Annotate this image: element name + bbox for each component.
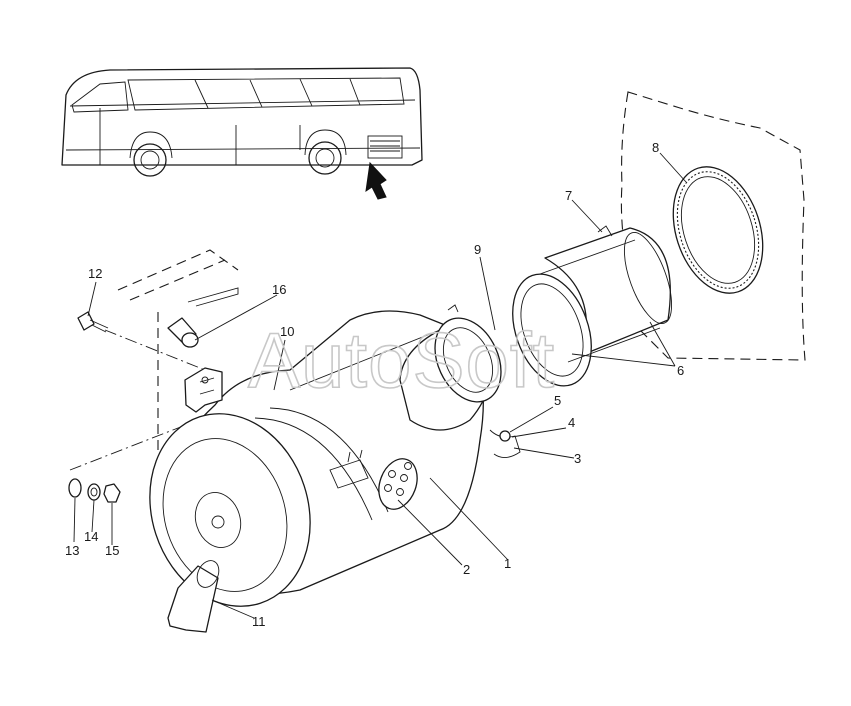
cap-pipe [434,304,502,403]
callout-3: 3 [574,451,581,466]
callout-8: 8 [652,140,659,155]
callout-7: 7 [565,188,572,203]
inlet-grill [378,458,418,510]
sensor [167,287,239,348]
fasteners [68,478,121,503]
location-arrow-icon [365,161,387,200]
filter-element [512,227,673,387]
callout-15: 15 [105,543,119,558]
callout-5: 5 [554,393,561,408]
callout-6: 6 [677,363,684,378]
callout-16: 16 [272,282,286,297]
callout-10: 10 [280,324,294,339]
bus-location-illustration [61,67,423,200]
callout-14: 14 [84,529,98,544]
drain-nozzle [167,560,220,633]
leader-lines [73,152,687,619]
callout-1: 1 [504,556,511,571]
callout-9: 9 [474,242,481,257]
callout-12: 12 [88,266,102,281]
watermark: AutoSoft [248,316,555,404]
callout-11: 11 [252,614,266,629]
callout-2: 2 [463,562,470,577]
mounting-bracket [184,367,223,413]
callout-13: 13 [65,543,79,558]
seal-ring [672,166,764,294]
hose-clip [499,430,511,442]
callout-4: 4 [568,415,575,430]
callout-labels: 1 2 3 4 5 6 7 8 9 10 11 12 13 14 15 16 [65,140,684,629]
bolt [77,311,109,333]
